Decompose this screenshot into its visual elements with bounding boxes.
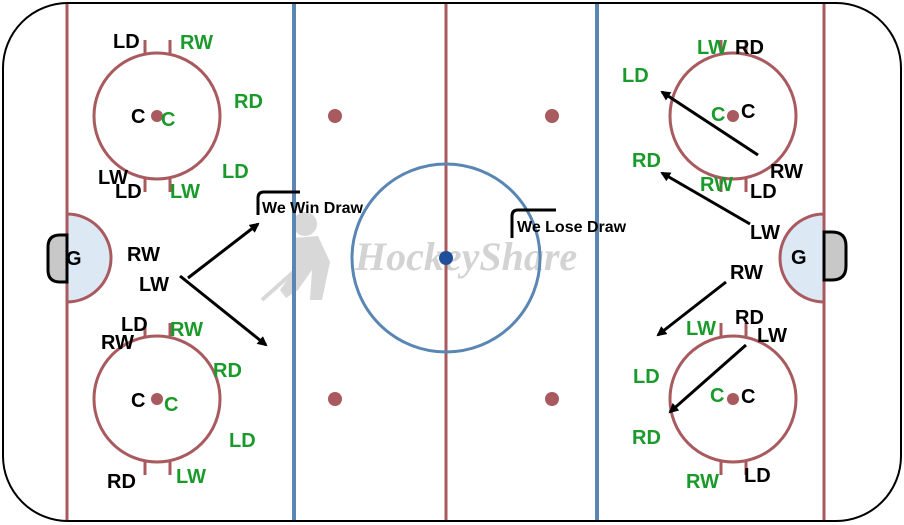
player-label: LD bbox=[750, 181, 777, 203]
center-circle bbox=[350, 162, 542, 354]
player-label: LD bbox=[115, 181, 142, 203]
neutral-dot-bl bbox=[328, 392, 342, 406]
player-label: LW bbox=[139, 274, 169, 296]
win-draw-note: We Win Draw bbox=[262, 200, 363, 217]
watermark-player-head-icon bbox=[293, 212, 317, 236]
player-label: RW bbox=[730, 262, 763, 284]
player-label: LW bbox=[176, 466, 206, 488]
player-label: LW bbox=[686, 318, 716, 340]
player-label: RD bbox=[632, 427, 661, 449]
right-goal-crease bbox=[778, 212, 826, 304]
player-label: LW bbox=[697, 37, 727, 59]
player-label: LW bbox=[750, 222, 780, 244]
player-label: RD bbox=[213, 360, 242, 382]
win-draw-bracket bbox=[256, 190, 300, 215]
player-label: C bbox=[131, 390, 145, 412]
faceoff-circle-tr bbox=[668, 40, 798, 192]
player-label: C bbox=[710, 385, 724, 407]
player-label: LD bbox=[633, 366, 660, 388]
watermark-text: HockeyShare bbox=[354, 234, 577, 279]
lose-draw-bracket bbox=[510, 208, 556, 238]
lose-draw-note: We Lose Draw bbox=[517, 219, 627, 236]
player-label: RW bbox=[700, 174, 733, 196]
center-faceoff-dot bbox=[439, 251, 453, 265]
r-rw-arrow bbox=[656, 280, 727, 337]
player-label: RD bbox=[632, 150, 661, 172]
faceoff-circle-br bbox=[668, 323, 798, 475]
player-label: C bbox=[741, 101, 755, 123]
player-label: RW bbox=[770, 161, 803, 183]
player-label: LW bbox=[98, 167, 128, 189]
player-label: RD bbox=[107, 471, 136, 493]
left-goal-crease bbox=[65, 212, 113, 304]
player-label: RD bbox=[735, 37, 764, 59]
player-label: RW bbox=[686, 471, 719, 493]
br-lw-arrow bbox=[668, 343, 747, 414]
player-label: RW bbox=[170, 319, 203, 341]
player-label: LD bbox=[744, 465, 771, 487]
left-net bbox=[46, 233, 69, 284]
player-label: C bbox=[741, 386, 755, 408]
faceoff-circle-tl bbox=[92, 40, 222, 192]
right-goalie-label: G bbox=[791, 247, 807, 269]
right-net bbox=[822, 230, 848, 282]
player-label: LD bbox=[622, 65, 649, 87]
player-label: LD bbox=[121, 314, 148, 336]
win-draw-arrow bbox=[187, 222, 260, 280]
neutral-dot-br bbox=[545, 392, 559, 406]
player-label: RW bbox=[127, 244, 160, 266]
tr-rw-arrow bbox=[660, 90, 759, 157]
r-lw-arrow bbox=[660, 171, 751, 226]
faceoff-circle-bl bbox=[92, 323, 222, 475]
player-label: LD bbox=[222, 161, 249, 183]
neutral-dot-tr bbox=[545, 109, 559, 123]
player-label: RW bbox=[101, 332, 134, 354]
player-label: C bbox=[164, 394, 178, 416]
player-label: RD bbox=[234, 91, 263, 113]
player-label: LD bbox=[113, 31, 140, 53]
player-label: LW bbox=[170, 181, 200, 203]
player-label: RW bbox=[180, 32, 213, 54]
player-label: C bbox=[161, 109, 175, 131]
player-label: RD bbox=[735, 307, 764, 329]
watermark-stick-icon bbox=[260, 248, 320, 302]
lose-draw-arrow bbox=[179, 274, 268, 347]
player-label: LW bbox=[757, 325, 787, 347]
player-label: C bbox=[131, 106, 145, 128]
left-goalie-label: G bbox=[66, 248, 82, 270]
player-label: LD bbox=[229, 430, 256, 452]
player-label: C bbox=[711, 104, 725, 126]
neutral-dot-tl bbox=[328, 109, 342, 123]
